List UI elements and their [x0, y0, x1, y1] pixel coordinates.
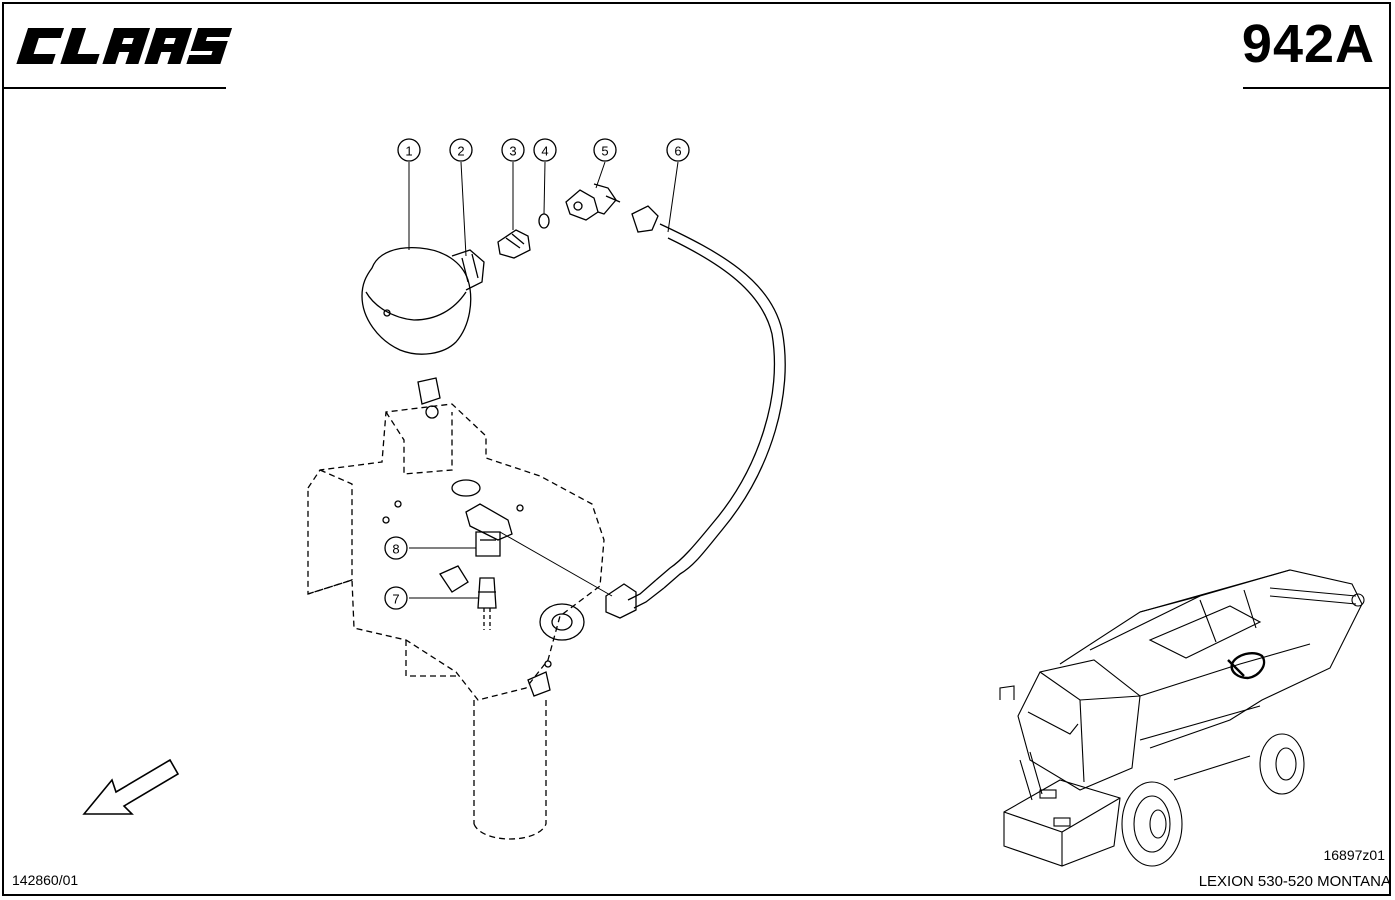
valve-block-details [382, 377, 585, 697]
svg-text:6: 6 [674, 144, 681, 159]
callout-4: 4 [533, 138, 557, 162]
callout-1: 1 [397, 138, 421, 162]
brand-logo [16, 28, 233, 64]
page-number: 942A [1241, 14, 1375, 74]
callout-8: 8 [384, 536, 408, 560]
o-ring-part [538, 213, 550, 229]
combine-harvester-thumbnail [999, 569, 1365, 867]
forward-direction-arrow-icon [82, 758, 180, 815]
svg-text:4: 4 [541, 144, 548, 159]
drawing-reference-number: 142860/01 [12, 872, 79, 888]
union-fitting-part [497, 229, 531, 259]
svg-text:3: 3 [509, 144, 516, 159]
image-code: 16897z01 [1323, 847, 1385, 863]
accumulator-part [361, 246, 485, 355]
svg-text:8: 8 [392, 542, 399, 557]
callout-6: 6 [666, 138, 690, 162]
svg-text:1: 1 [405, 144, 412, 159]
logo-underline [2, 87, 226, 89]
callout-3: 3 [501, 138, 525, 162]
pump-housing-ghost [307, 403, 605, 840]
svg-text:7: 7 [392, 592, 399, 607]
leader-lines [408, 161, 679, 599]
svg-text:5: 5 [601, 144, 608, 159]
adapter-fitting-part [477, 577, 497, 630]
callout-5: 5 [593, 138, 617, 162]
callout-2: 2 [449, 138, 473, 162]
page-number-underline [1243, 87, 1391, 89]
machine-model: LEXION 530-520 MONTANA [1198, 873, 1391, 890]
svg-text:2: 2 [457, 144, 464, 159]
elbow-fitting-part [565, 183, 621, 221]
hydraulic-hose-part [605, 205, 786, 619]
callout-7: 7 [384, 586, 408, 610]
